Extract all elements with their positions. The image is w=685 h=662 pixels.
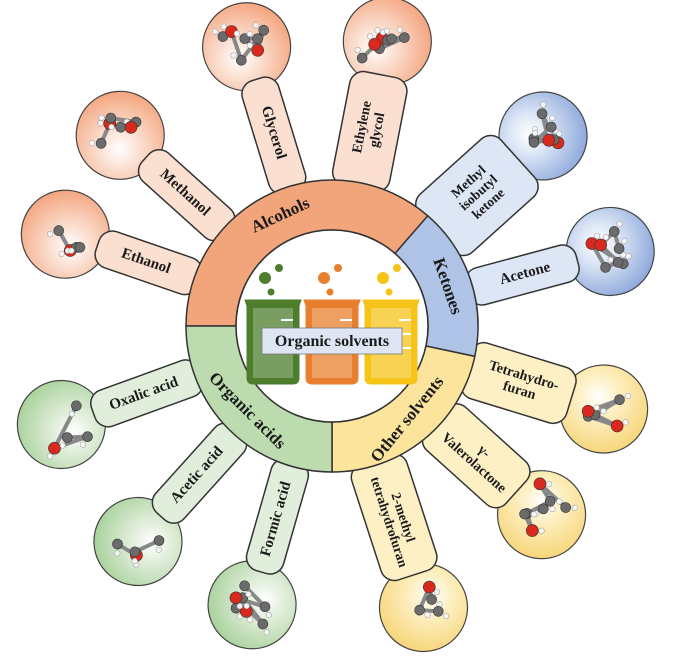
molecule-methyl-isobutyl-ketone bbox=[528, 101, 565, 150]
molecule-methanol bbox=[88, 112, 142, 149]
spoke-methanol bbox=[75, 90, 236, 242]
spoke-tetrahydrofuran bbox=[460, 341, 649, 454]
center-title: Organic solvents bbox=[275, 333, 389, 350]
spoke-2-methyltetrahydrofuran bbox=[350, 453, 469, 653]
spoke-formic-acid bbox=[207, 457, 310, 650]
molecule-2-methyltetrahydrofuran bbox=[414, 580, 450, 620]
item-label-line: glycol bbox=[367, 111, 388, 148]
molecule-acetic-acid bbox=[112, 535, 165, 568]
molecule-oxalic-acid bbox=[46, 400, 93, 460]
spoke-ethanol bbox=[20, 189, 203, 296]
molecule-acetone bbox=[585, 220, 632, 273]
center-title-box bbox=[261, 327, 403, 355]
spoke-oxalic-acid bbox=[16, 359, 204, 470]
molecule-gamma-valerolactone bbox=[519, 477, 578, 537]
molecule-glycerol bbox=[212, 22, 270, 66]
spoke-glycerol bbox=[202, 2, 307, 195]
molecule-ethanol bbox=[47, 225, 86, 257]
molecule-formic-acid bbox=[229, 580, 272, 636]
spoke-ethylene-glycol bbox=[331, 0, 432, 193]
center-hub: Organic solvents bbox=[235, 229, 429, 423]
molecule-ethylene-glycol bbox=[354, 26, 410, 64]
molecule-tetrahydrofuran bbox=[581, 392, 632, 433]
spoke-gamma-valerolactone bbox=[421, 403, 587, 560]
spoke-acetic-acid bbox=[93, 422, 248, 587]
spoke-methyl-isobutyl-ketone bbox=[414, 91, 588, 257]
spoke-acetone bbox=[464, 206, 655, 306]
